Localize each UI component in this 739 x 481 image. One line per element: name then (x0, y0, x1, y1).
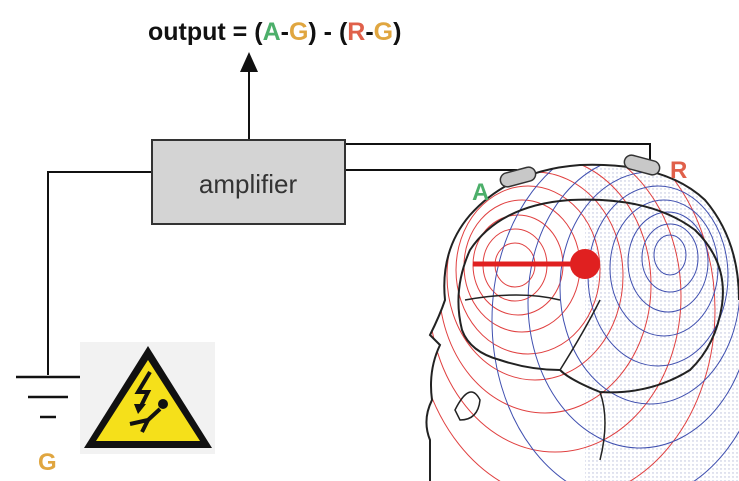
formula-prefix: output = ( (148, 18, 263, 46)
reference-wire (345, 143, 651, 160)
ground-label: G (38, 449, 57, 476)
reference-electrode-label: R (670, 157, 687, 184)
amplifier-label: amplifier (199, 169, 298, 199)
formula-g-2: G (374, 18, 393, 46)
formula-a: A (263, 18, 281, 46)
ear (454, 391, 481, 421)
formula-dash-1: - (281, 18, 289, 46)
reference-electrode (623, 154, 661, 176)
formula-suffix: ) (393, 18, 401, 46)
wires (47, 143, 651, 375)
head (425, 163, 739, 481)
amplifier-box: amplifier (151, 139, 346, 225)
active-wire (345, 169, 517, 176)
ground-wire (47, 171, 152, 375)
electric-shock-warning-icon (80, 342, 215, 454)
active-electrode (499, 166, 537, 188)
formula-mid: ) - ( (308, 18, 348, 46)
output-formula: output = (A-G) - (R-G) (148, 18, 401, 46)
field-lines (426, 164, 739, 481)
up-arrow-icon (240, 52, 258, 140)
formula-r: R (347, 18, 365, 46)
active-electrode-label: A (472, 179, 489, 206)
head-outline (425, 163, 739, 481)
formula-g-1: G (289, 18, 308, 46)
dipole (473, 249, 600, 279)
formula-dash-2: - (365, 18, 373, 46)
ground-symbol-icon (16, 375, 80, 419)
